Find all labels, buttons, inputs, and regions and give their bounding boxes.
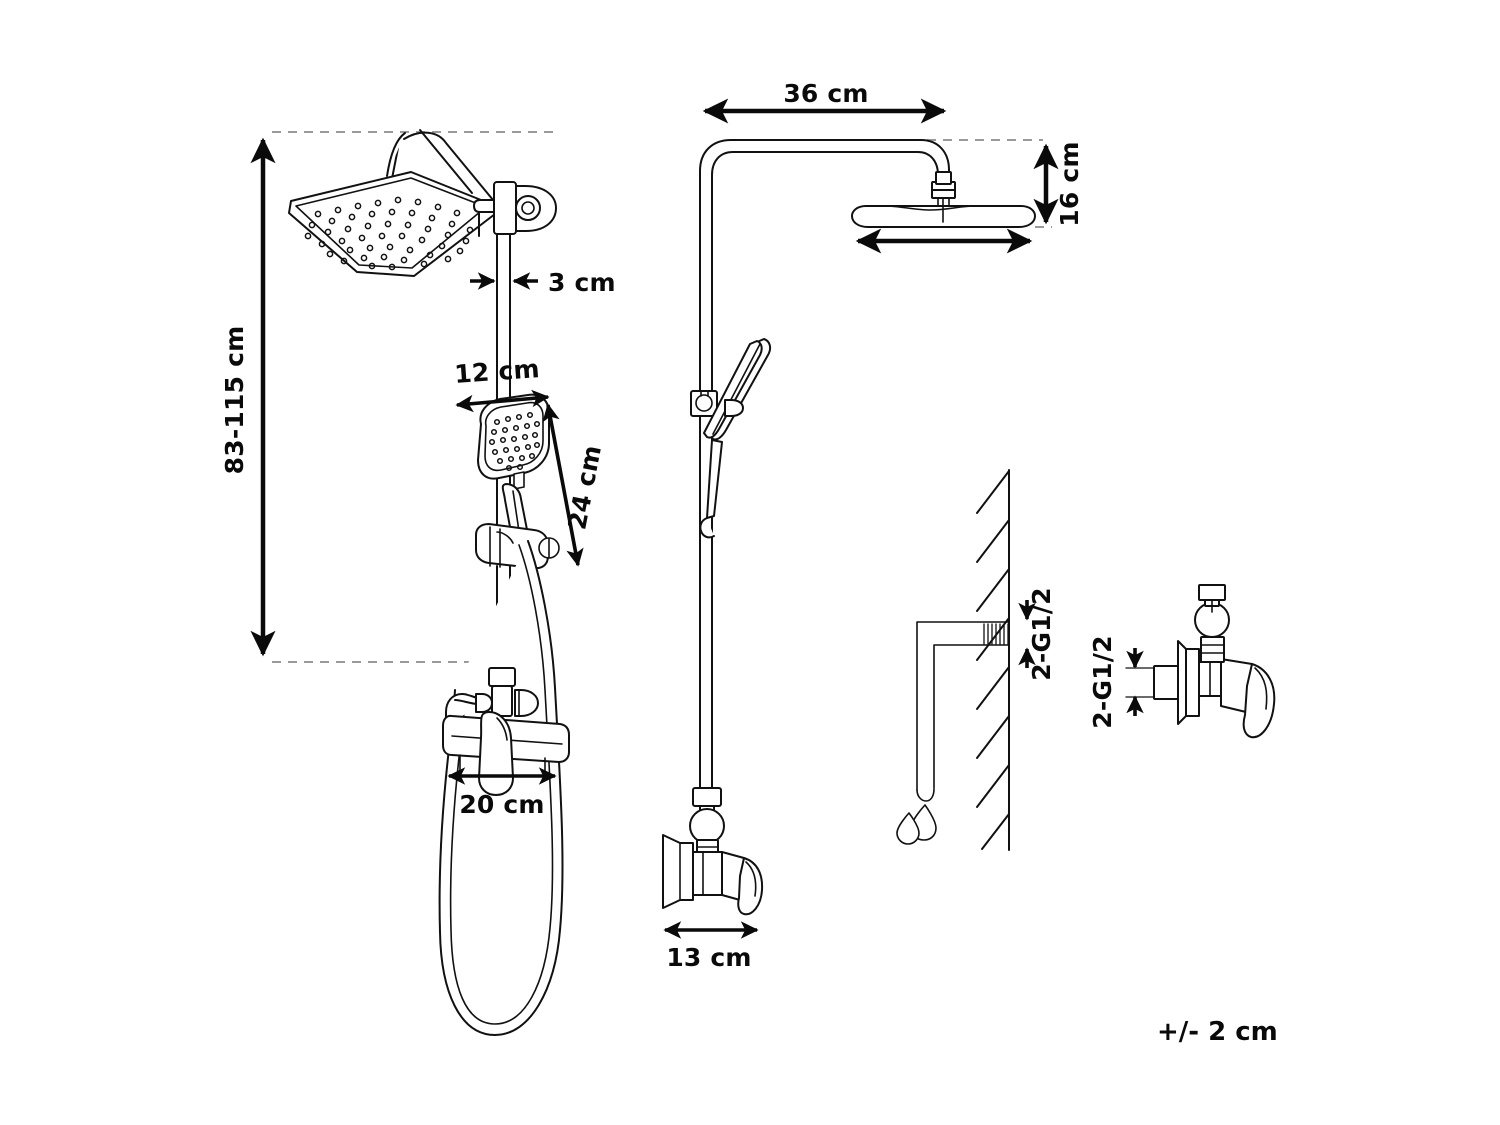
spray-nozzle-grid (304, 196, 474, 271)
tolerance-note: +/- 2 cm (1157, 1017, 1278, 1047)
dimension-rail-offset: 3 cm (470, 249, 616, 301)
left-view-group: 83-115 cm 3 cm 12 cm 24 cm 20 cm (220, 129, 616, 1036)
dimension-arm-reach: 36 cm (702, 79, 947, 124)
rain-shower-arm-side (699, 139, 950, 833)
dimension-height-range: 83-115 cm (220, 137, 276, 657)
hand-shower-side (690, 338, 772, 539)
dimension-label-height-range: 83-115 cm (220, 326, 249, 475)
thread-marks (983, 623, 1009, 645)
dimension-mixer-depth: 13 cm (663, 921, 759, 972)
dimension-label-mixer-width: 20 cm (459, 790, 544, 819)
dimension-label-hand-shower-width: 12 cm (453, 354, 540, 389)
hand-shower-nozzle-grid (488, 411, 541, 472)
callout-label-mixer-inlet-thread: 2-G1/2 (1088, 635, 1117, 728)
shower-mixer-left (442, 667, 570, 796)
water-drop-icon (896, 804, 937, 845)
wall-inlet-detail-group: 2-G1/2 (896, 469, 1056, 851)
eccentric-connector (1153, 640, 1200, 725)
dimension-label-arm-reach: 36 cm (783, 79, 868, 108)
dimension-mixer-width: 20 cm (447, 767, 557, 819)
center-view-group: 36 cm 16 cm 13 cm (662, 79, 1084, 972)
wall-inlet-pipes (916, 621, 1010, 802)
dimension-hand-shower-width: 12 cm (453, 354, 550, 413)
rain-shower-head (288, 171, 496, 277)
riser-wall-bracket (473, 181, 557, 237)
rain-shower-head-side (851, 197, 1036, 228)
rain-shower-arm (386, 129, 499, 207)
mixer-upper-stem (1194, 584, 1230, 663)
dimension-label-mixer-depth: 13 cm (666, 943, 751, 972)
callout-wall-inlet-thread: 2-G1/2 (1018, 587, 1056, 681)
callout-mixer-inlet-thread: 2-G1/2 (1088, 635, 1144, 729)
dimension-label-rail-offset: 3 cm (548, 268, 616, 297)
mixer-connection-detail-group: 2-G1/2 (1088, 584, 1276, 739)
dimension-label-head-drop: 16 cm (1055, 141, 1084, 226)
wall-mixer-side (662, 834, 764, 916)
hand-shower-head-left (477, 393, 550, 544)
callout-label-wall-inlet-thread: 2-G1/2 (1027, 587, 1056, 680)
dimension-head-drop: 16 cm (1033, 141, 1084, 228)
mixer-body-detail (1198, 658, 1276, 739)
rain-head-connector (931, 171, 956, 207)
